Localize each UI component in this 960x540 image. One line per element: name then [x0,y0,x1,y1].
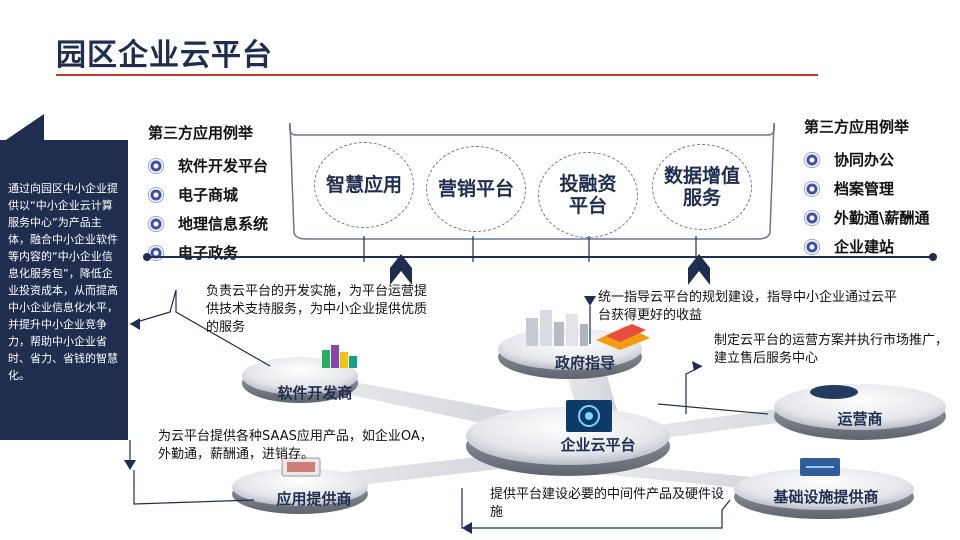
bullet-icon [804,180,820,197]
bubble-marketing: 营销平台 [426,146,526,232]
app-bracket [288,122,776,240]
bubble-data-value: 数据增值服务 [652,144,752,230]
title-divider [56,74,818,76]
timeline-axis [147,256,933,258]
list-item: 档案管理 [804,174,929,203]
list-item: 电子商城 [148,180,268,209]
list-item: 软件开发平台 [148,151,268,180]
bubble-smart-apps: 智慧应用 [314,142,414,228]
list-item: 企业建站 [804,232,929,261]
desc-operator: 制定云平台的运营方案并执行市场推广，建立售后服务中心 [714,333,949,366]
bullet-icon [148,186,164,203]
desc-infrastructure: 提供平台建设必要的中间件产品及硬件设施 [490,487,725,520]
bullet-icon [804,238,820,255]
desc-app-provider: 为云平台提供各种SAAS应用产品，如企业OA，外勤通，薪酬通，进销存。 [158,429,433,462]
list-item: 地理信息系统 [148,209,268,238]
bullet-icon [804,151,820,168]
buildings-icon [526,310,650,350]
bullet-icon [148,215,164,232]
right-app-list: 第三方应用例举 协同办公 档案管理 外勤通\薪酬通 企业建站 [804,116,929,261]
bullet-icon [804,209,820,226]
bullet-icon [148,157,164,174]
list-item: 协同办公 [804,145,929,174]
left-app-list: 第三方应用例举 软件开发平台 电子商城 地理信息系统 电子政务 [148,122,268,267]
page-title: 园区企业云平台 [56,38,273,73]
left-list-heading: 第三方应用例举 [148,124,254,142]
disc-label-gov: 政府指导 [554,354,615,372]
desc-gov-guidance: 统一指导云平台的规划建设，指导中小企业通过云平台获得更好的收益 [598,290,898,323]
disc-label-app-provider: 应用提供商 [276,490,352,508]
disc-label-cloud-platform: 企业云平台 [560,436,636,454]
disc-label-operator: 运营商 [837,410,883,428]
bar-chart-icon [322,345,357,368]
bubble-investment: 投融资平台 [538,152,638,238]
side-panel: 通过向园区中小企业提供以“中小企业云计算服务中心”为产品主体，融合中小企业软件等… [0,140,128,440]
side-panel-text: 通过向园区中小企业提供以“中小企业云计算服务中心”为产品主体，融合中小企业软件等… [8,182,118,382]
desc-software-dev: 负责云平台的开发实施，为平台运营提供技术支持服务，为中小企业提供优质的服务 [206,284,428,335]
right-list-heading: 第三方应用例举 [804,118,910,136]
disc-label-infrastructure: 基础设施提供商 [773,488,879,506]
list-item: 外勤通\薪酬通 [804,203,929,232]
keyboard-icon [281,457,321,477]
disc-label-software-dev: 软件开发商 [277,384,353,402]
